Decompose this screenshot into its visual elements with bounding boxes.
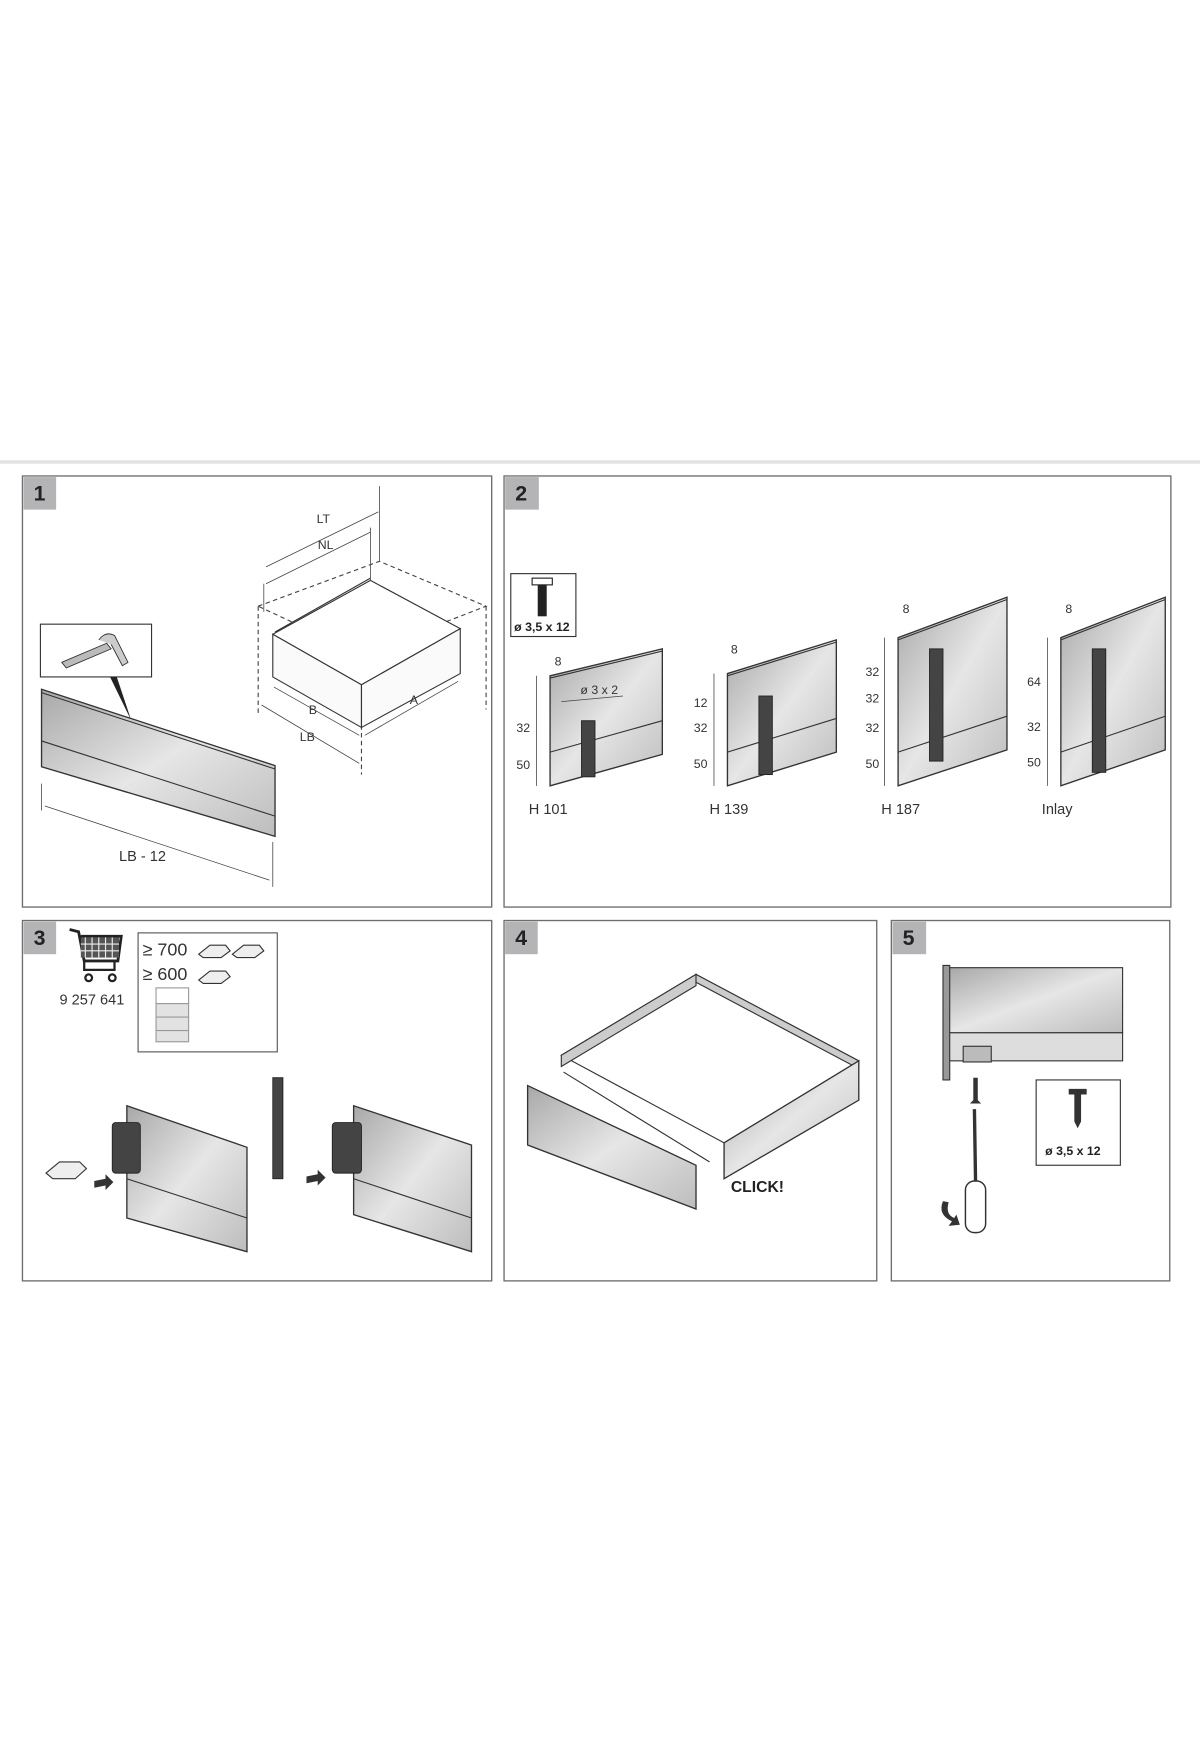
dimension-label: 8 bbox=[731, 642, 738, 656]
variant-name: H 187 bbox=[881, 802, 920, 818]
connector-variant: 8 12 32 50 H 139 bbox=[694, 638, 838, 818]
step-number: 5 bbox=[903, 926, 915, 950]
dimension-label: 32 bbox=[866, 692, 880, 706]
screwdriver-icon bbox=[941, 1109, 987, 1234]
top-divider bbox=[0, 460, 1200, 464]
step-4-panel: 4 CLICK! bbox=[503, 919, 878, 1282]
arrow-icon bbox=[94, 1174, 114, 1190]
leader-line bbox=[561, 695, 624, 703]
dimension-lb-label: LB bbox=[300, 730, 315, 744]
connector-variant: 8 32 50 H 101 ø 3 x 2 bbox=[516, 648, 664, 818]
drawer-assembly bbox=[526, 973, 860, 1211]
dimension-a-label: A bbox=[410, 693, 419, 707]
drawer-stack-icon bbox=[155, 987, 190, 1043]
step-badge bbox=[23, 477, 57, 510]
screw-size-label: ø 3,5 x 12 bbox=[1045, 1144, 1101, 1158]
drawer-cabinet-diagram: LT NL B A LB bbox=[256, 486, 488, 775]
clip-icon bbox=[231, 944, 265, 959]
article-number: 9 257 641 bbox=[59, 993, 124, 1009]
side-panel bbox=[897, 596, 1008, 787]
machine-screw-icon bbox=[531, 577, 553, 617]
connector-bracket bbox=[758, 695, 773, 776]
screw-spec-box: ø 3,5 x 12 bbox=[1035, 1079, 1121, 1166]
connector-bracket bbox=[929, 648, 944, 762]
dimension-label: 8 bbox=[1065, 602, 1072, 616]
side-panel-left bbox=[45, 1104, 248, 1253]
dimension-label: 8 bbox=[903, 602, 910, 616]
wood-screw-icon bbox=[969, 1077, 982, 1104]
panel-top-edge bbox=[1060, 598, 1166, 641]
variant-name: H 101 bbox=[529, 802, 568, 818]
clip-icon bbox=[197, 970, 231, 984]
step-1-panel: 1 LB - 12 bbox=[21, 475, 493, 908]
step-2-panel: 2 ø 3,5 x 12 8 32 50 H 101 ø 3 x 2 8 12 32 50 H 1… bbox=[503, 475, 1172, 908]
shopping-cart-icon bbox=[69, 928, 123, 983]
screw-spec-box: ø 3,5 x 12 bbox=[510, 573, 577, 638]
dimension-lt-label: LT bbox=[317, 512, 331, 526]
panel-groove bbox=[1060, 715, 1166, 753]
dimension-label: 32 bbox=[866, 721, 880, 735]
step-5-panel: 5 ø 3,5 x 12 bbox=[890, 919, 1171, 1282]
dimension-label: 32 bbox=[866, 665, 880, 679]
side-panel bbox=[726, 638, 838, 787]
panel-groove bbox=[549, 720, 663, 753]
step-number: 4 bbox=[515, 926, 527, 950]
panel-top-edge bbox=[897, 598, 1008, 641]
click-label: CLICK! bbox=[731, 1179, 784, 1196]
step-number: 1 bbox=[34, 482, 46, 506]
dimension-label: 50 bbox=[516, 758, 530, 772]
side-panel bbox=[549, 648, 664, 787]
dimension-label: 32 bbox=[1027, 720, 1041, 734]
panel-top-edge bbox=[727, 641, 837, 677]
dimension-label: 8 bbox=[555, 655, 562, 669]
rule-600-label: ≥ 600 bbox=[143, 964, 188, 984]
step-3-panel: 3 9 257 641 ≥ 700 ≥ 600 bbox=[21, 919, 493, 1282]
connector-variants: 8 32 50 H 101 ø 3 x 2 8 12 32 50 H 139 8 32 32 32 50 H … bbox=[516, 596, 1166, 818]
hole-size-label: ø 3 x 2 bbox=[580, 683, 618, 697]
dimension-label: 50 bbox=[694, 757, 708, 771]
dimension-label: 32 bbox=[516, 721, 530, 735]
connector-variant: 8 32 32 32 50 H 187 bbox=[866, 596, 1008, 818]
step-badge bbox=[505, 921, 538, 955]
step-number: 2 bbox=[515, 482, 527, 506]
dimension-label: 32 bbox=[694, 721, 708, 735]
rule-700-label: ≥ 700 bbox=[143, 939, 188, 959]
dimension-label: 50 bbox=[1027, 756, 1041, 770]
dimension-lb-minus-12: LB - 12 bbox=[41, 783, 274, 887]
step-badge bbox=[892, 921, 927, 955]
panel-top-edge bbox=[549, 650, 663, 679]
panel-groove bbox=[897, 715, 1008, 753]
magnifier-detail-box bbox=[39, 623, 153, 721]
rotate-arrow-icon bbox=[941, 1201, 960, 1226]
side-panel bbox=[1060, 596, 1166, 787]
dimension-label: 64 bbox=[1027, 675, 1041, 689]
dimension-b-label: B bbox=[309, 703, 317, 717]
screw-size-label: ø 3,5 x 12 bbox=[514, 620, 570, 634]
drawer-side-profile bbox=[942, 964, 1124, 1081]
stabilizer-rule-box: ≥ 700 ≥ 600 bbox=[137, 932, 278, 1053]
variant-name: Inlay bbox=[1042, 802, 1074, 818]
drawer-back-panel bbox=[40, 688, 276, 838]
arrow-icon bbox=[306, 1169, 326, 1186]
dimension-nl-label: NL bbox=[318, 538, 334, 552]
rail-connector bbox=[272, 1077, 326, 1186]
clip-icon bbox=[197, 944, 231, 959]
step-badge bbox=[23, 921, 57, 955]
panel-groove bbox=[727, 717, 837, 753]
step-badge bbox=[505, 477, 539, 510]
step-number: 3 bbox=[34, 926, 46, 950]
side-panel-right bbox=[331, 1104, 473, 1253]
dimension-label: 50 bbox=[866, 757, 880, 771]
dimension-label: LB - 12 bbox=[119, 849, 166, 865]
connector-bracket bbox=[581, 720, 596, 778]
connector-bracket bbox=[1091, 648, 1107, 773]
variant-name: H 139 bbox=[709, 802, 748, 818]
dimension-label: 12 bbox=[694, 696, 708, 710]
